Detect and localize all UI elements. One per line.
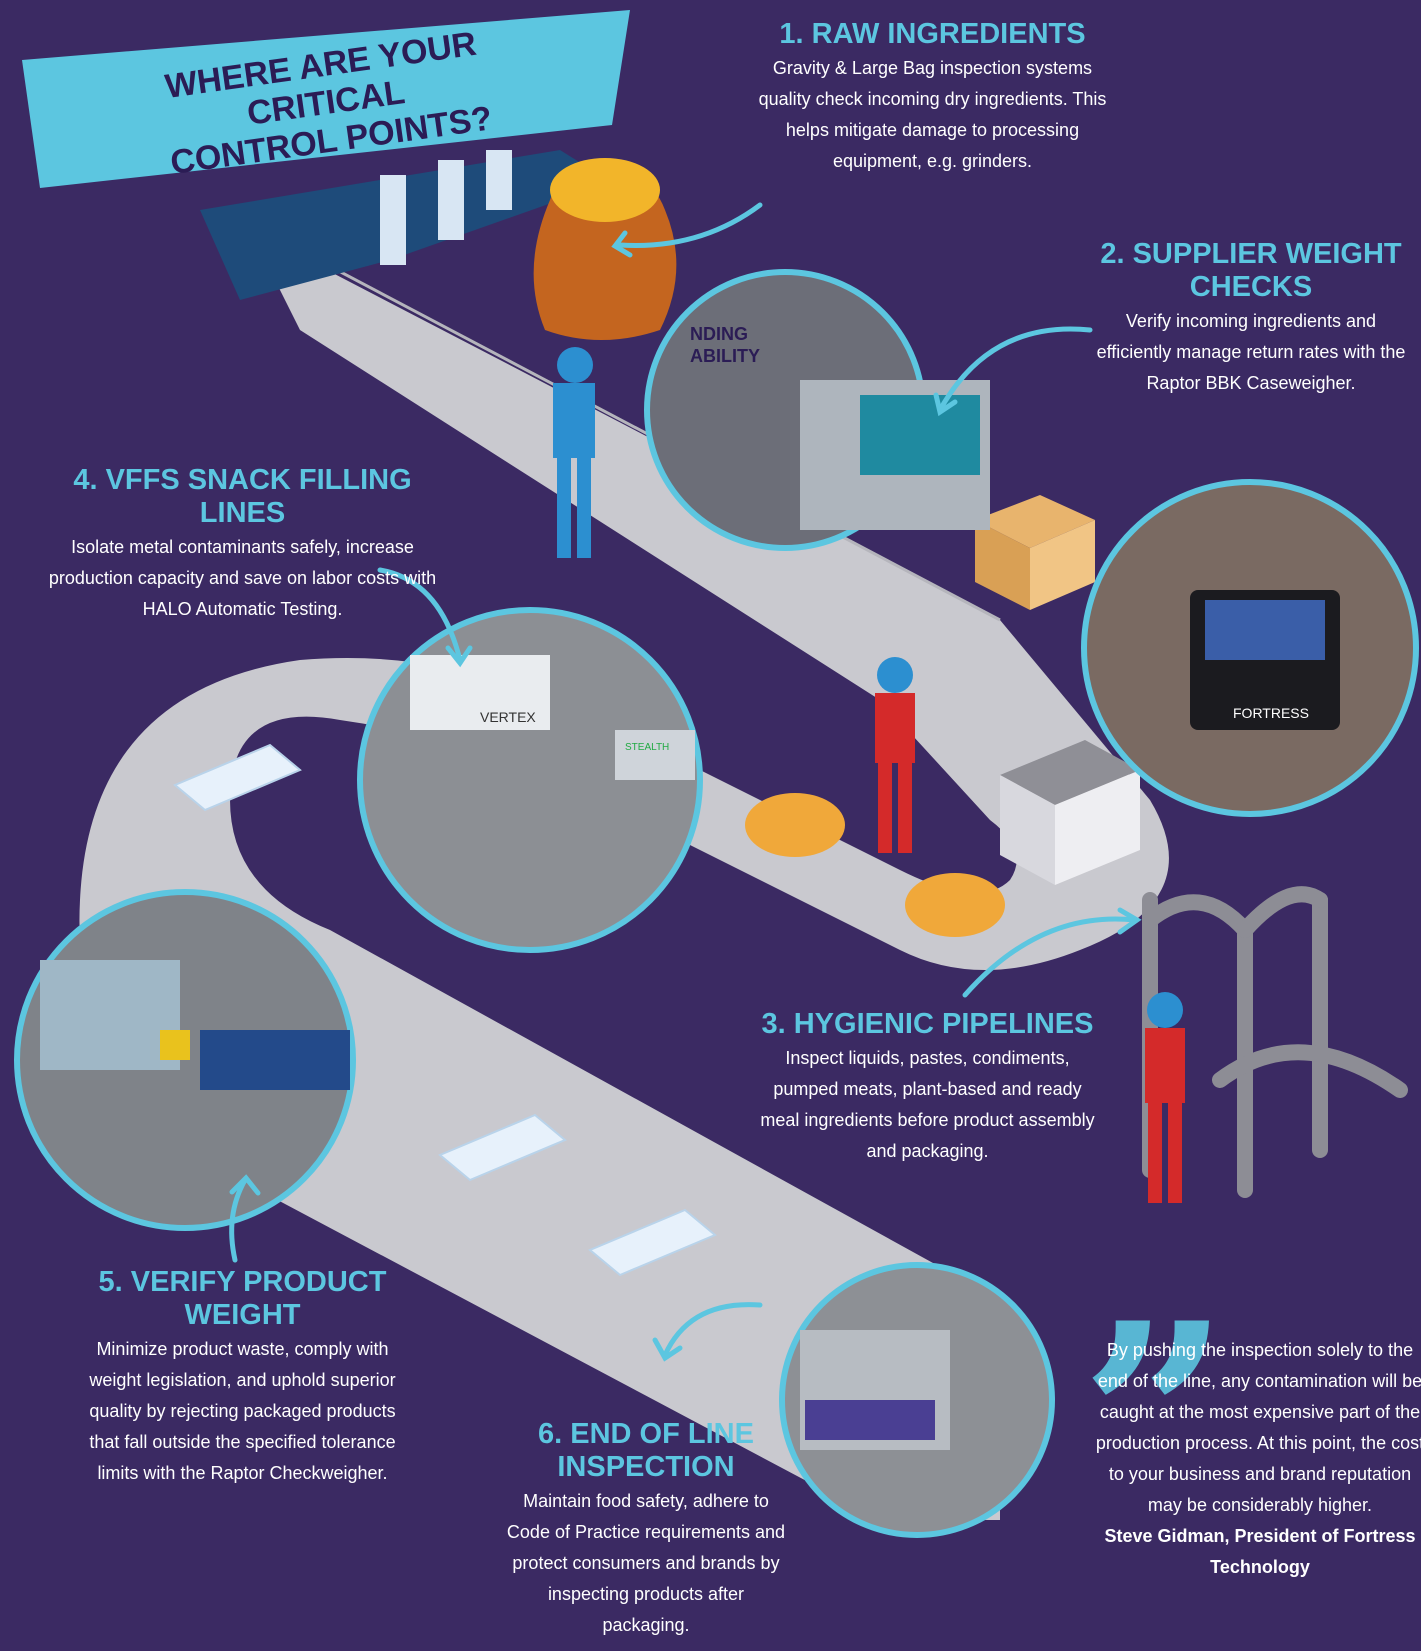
arrow-icon <box>229 202 1142 1362</box>
point-supplier-weight-checks: 2. SUPPLIER WEIGHT CHECKS Verify incomin… <box>1092 238 1410 399</box>
point-body: Inspect liquids, pastes, condiments, pum… <box>760 1048 1095 1161</box>
point-heading: 1. RAW INGREDIENTS <box>779 18 1086 50</box>
tank-icon <box>1000 740 1140 885</box>
point-hygienic-pipelines: 3. HYGIENIC PIPELINES Inspect liquids, p… <box>755 1008 1100 1167</box>
photo-circle-checkweigher <box>14 889 356 1231</box>
photo-circle-end-of-line <box>779 1262 1055 1538</box>
title-banner <box>22 10 630 188</box>
svg-text:ABILITY: ABILITY <box>690 346 760 366</box>
quote-author: Steve Gidman, President of Fortress Tech… <box>1104 1526 1416 1577</box>
quote-text: By pushing the inspection solely to the … <box>1095 1340 1421 1515</box>
photo-circle-vffs: VERTEX STEALTH <box>357 607 703 953</box>
worker-figure-icon <box>553 347 1185 1203</box>
pipeline-icon <box>1142 886 1408 1198</box>
ingredient-sack-icon <box>533 158 677 340</box>
testimonial-quote: By pushing the inspection solely to the … <box>1095 1335 1421 1583</box>
point-verify-product-weight: 5. VERIFY PRODUCT WEIGHT Minimize produc… <box>85 1266 400 1489</box>
point-body: Minimize product waste, comply with weig… <box>89 1339 396 1483</box>
svg-text:FORTRESS: FORTRESS <box>1233 705 1309 721</box>
point-end-of-line: 6. END OF LINE INSPECTION Maintain food … <box>505 1418 787 1641</box>
point-heading: 6. END OF LINE INSPECTION <box>538 1418 754 1483</box>
photo-circle-pipeline-detector: FORTRESS <box>1081 479 1419 817</box>
cardboard-box-icon <box>975 495 1095 610</box>
point-body: Isolate metal contaminants safely, incre… <box>48 537 437 619</box>
point-heading: 4. VFFS SNACK FILLING LINES <box>73 464 412 529</box>
point-heading: 3. HYGIENIC PIPELINES <box>761 1008 1094 1040</box>
banner-text: NDING <box>690 324 748 344</box>
bread-bun-icon <box>745 793 1005 937</box>
point-body: Verify incoming ingredients and efficien… <box>1096 311 1406 393</box>
quote-mark-icon: ” <box>1080 1267 1230 1572</box>
point-raw-ingredients: 1. RAW INGREDIENTS Gravity & Large Bag i… <box>745 18 1120 177</box>
point-body: Maintain food safety, adhere to Code of … <box>506 1491 786 1635</box>
point-heading: 5. VERIFY PRODUCT WEIGHT <box>98 1266 387 1331</box>
photo-circle-supplier-weight: NDING ABILITY <box>644 269 990 551</box>
product-tray-icon <box>173 743 717 1277</box>
point-body: Gravity & Large Bag inspection systems q… <box>758 58 1107 171</box>
svg-text:STEALTH: STEALTH <box>625 742 669 753</box>
conveyor-belt <box>79 230 1169 1520</box>
svg-text:VERTEX: VERTEX <box>480 709 536 725</box>
point-vffs-snack-filling: 4. VFFS SNACK FILLING LINES Isolate meta… <box>30 464 455 625</box>
point-heading: 2. SUPPLIER WEIGHT CHECKS <box>1100 238 1402 303</box>
